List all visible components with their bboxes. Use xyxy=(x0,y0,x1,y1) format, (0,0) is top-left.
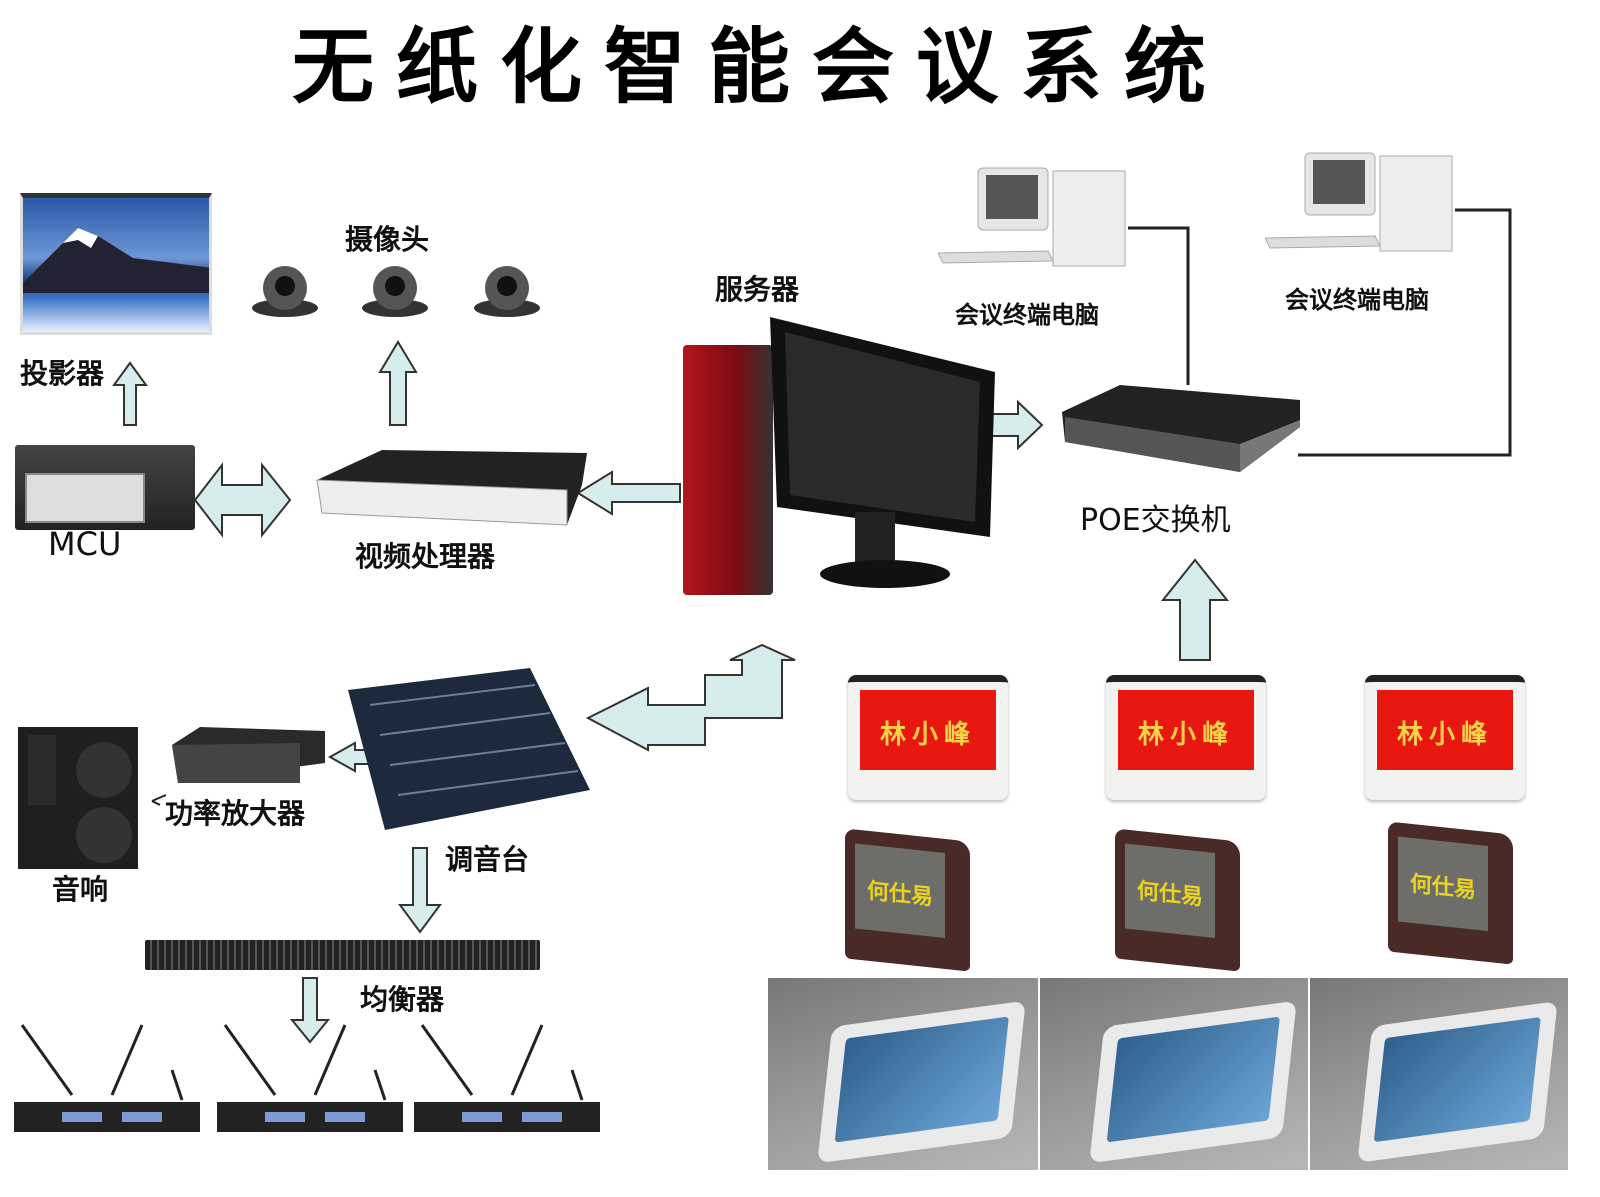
mixer-device xyxy=(348,668,590,830)
touch-terminal-photo xyxy=(1040,978,1308,1170)
mcu-device xyxy=(15,445,195,530)
terminal-pc-label: 会议终端电脑 xyxy=(1285,286,1429,314)
line-switch-pc1 xyxy=(1128,226,1190,385)
arrow-equalizer-mics xyxy=(289,977,331,1044)
arrow-mixer-equalizer xyxy=(398,847,442,934)
arrow-server-videoproc xyxy=(576,470,681,516)
equalizer-device xyxy=(145,940,540,970)
tablet-name: 何仕易 xyxy=(1125,843,1215,938)
terminal-pc-label: 会议终端电脑 xyxy=(955,301,1099,329)
poe-switch-device xyxy=(1062,385,1300,472)
amplifier-label: 功率放大器 xyxy=(165,797,306,830)
arrow-videoproc-camera xyxy=(378,340,418,426)
camera-label: 摄像头 xyxy=(345,223,430,256)
arrow-mcu-projector xyxy=(112,361,148,426)
tablet-name: 何仕易 xyxy=(855,843,945,938)
nameplate-display: 林小峰 xyxy=(1365,675,1525,800)
server-tower xyxy=(683,345,773,595)
tablet-nameplate: 何仕易 xyxy=(1115,828,1240,972)
camera-icon xyxy=(252,266,318,317)
amplifier-device xyxy=(172,727,325,783)
nameplate-name: 林小峰 xyxy=(1377,690,1513,770)
terminal-pc-icon xyxy=(938,167,1126,267)
camera-icon xyxy=(362,266,428,317)
speaker-label: 音响 xyxy=(52,873,109,906)
server-label: 服务器 xyxy=(715,273,800,306)
mcu-label: MCU xyxy=(48,525,122,563)
nameplate-name: 林小峰 xyxy=(860,690,996,770)
speaker-device xyxy=(18,727,138,869)
touch-terminal-photo xyxy=(768,978,1038,1170)
nameplate-name: 林小峰 xyxy=(1118,690,1254,770)
arrow-server-switch xyxy=(989,399,1044,451)
poe-switch-label: POE交换机 xyxy=(1080,503,1231,538)
arrow-mixer-server xyxy=(585,643,796,752)
equalizer-label: 均衡器 xyxy=(360,983,445,1016)
line-switch-pc2 xyxy=(1298,208,1512,457)
wireless-mic-receiver xyxy=(217,1024,403,1132)
wireless-mic-receiver xyxy=(414,1024,600,1132)
nameplate-display: 林小峰 xyxy=(1106,675,1266,800)
arrow-mcu-videoproc xyxy=(193,462,292,538)
projector-label: 投影器 xyxy=(20,357,105,390)
diagram-title: 无纸化智能会议系统 xyxy=(291,19,1228,115)
arrow-nameplate-switch xyxy=(1160,558,1230,661)
projector-screen xyxy=(20,193,212,335)
wireless-mic-receiver xyxy=(14,1024,200,1132)
tablet-nameplate: 何仕易 xyxy=(845,828,970,972)
terminal-pc-icon xyxy=(1265,152,1453,252)
tablet-name: 何仕易 xyxy=(1398,836,1488,931)
mixer-label: 调音台 xyxy=(445,843,530,876)
video-processor-label: 视频处理器 xyxy=(355,540,496,573)
server-monitor xyxy=(770,317,995,588)
touch-terminal-photo xyxy=(1310,978,1568,1170)
camera-icon xyxy=(474,266,540,317)
tablet-nameplate: 何仕易 xyxy=(1388,821,1513,965)
nameplate-display: 林小峰 xyxy=(848,675,1008,800)
video-processor-device xyxy=(316,450,587,526)
